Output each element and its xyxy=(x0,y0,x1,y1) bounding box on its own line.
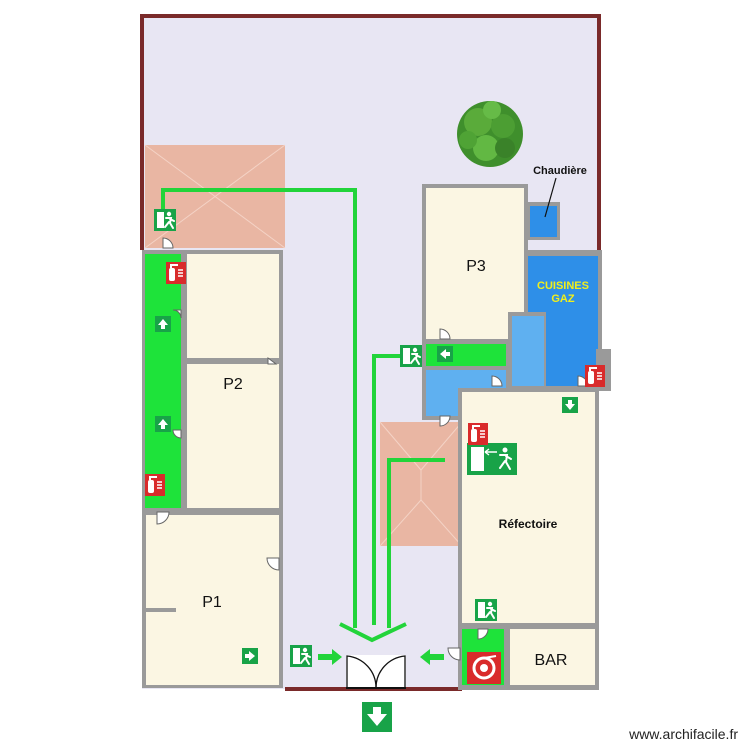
door-swing-icon xyxy=(439,328,451,340)
room-label-p3: P3 xyxy=(466,258,486,275)
emergency-exit-icon xyxy=(153,208,177,232)
fire-extinguisher-icon xyxy=(467,422,489,446)
fire-extinguisher-icon xyxy=(144,473,166,497)
flow-arrow-right-icon xyxy=(318,649,342,665)
direction-arrow-icon xyxy=(242,648,258,664)
emergency-exit-icon xyxy=(474,598,498,622)
left-corridor xyxy=(145,254,181,508)
roof-overhang-middle xyxy=(379,421,463,547)
room-p3 xyxy=(426,188,524,339)
room-label-gaz: GAZ xyxy=(551,293,575,305)
main-entrance-doors xyxy=(346,655,406,689)
fire-extinguisher-icon xyxy=(165,261,187,285)
outer-boundary-wall xyxy=(140,14,601,250)
room-label-refectoire: Réfectoire xyxy=(499,517,558,531)
room-label-chaudiere: Chaudière xyxy=(533,165,587,177)
door-swing-icon xyxy=(172,429,182,439)
room-p2 xyxy=(187,364,279,508)
door-swing-icon xyxy=(162,237,174,249)
direction-arrow-icon xyxy=(155,316,171,332)
room-label-cuisines: CUISINES xyxy=(537,280,589,292)
flow-arrows xyxy=(318,649,444,665)
room-label-p2: P2 xyxy=(223,376,243,393)
door-swing-icon xyxy=(491,375,503,387)
tree-icon xyxy=(457,101,523,167)
door-swing-icon xyxy=(477,628,489,640)
p1-partition xyxy=(146,608,176,612)
kitchen-annex-fill xyxy=(512,316,544,386)
direction-arrow-icon xyxy=(155,416,171,432)
direction-arrow-icon xyxy=(437,346,453,362)
evacuation-routes xyxy=(161,188,445,643)
door-swing-icon xyxy=(156,511,170,525)
connector-lower-a xyxy=(426,370,462,416)
chaudiere-leader-line xyxy=(544,177,557,218)
fire-hose-reel-icon xyxy=(467,652,501,684)
chaudiere-room-fill xyxy=(530,206,557,237)
room-bar xyxy=(510,629,595,685)
exit-direction-arrow-icon xyxy=(362,702,392,732)
emergency-exit-icon xyxy=(399,344,423,368)
watermark: www.archifacile.fr xyxy=(629,726,738,742)
room-label-bar: BAR xyxy=(535,652,568,669)
direction-arrow-icon xyxy=(562,397,578,413)
door-swing-icon xyxy=(439,415,451,427)
fire-extinguisher-icon xyxy=(584,364,606,388)
room-label-p1: P1 xyxy=(202,594,222,611)
room-p2-upper xyxy=(187,254,279,358)
door-swing-icon xyxy=(172,309,182,319)
door-swing-icon xyxy=(266,557,280,571)
roof-overhang-top xyxy=(144,144,286,249)
emergency-exit-icon xyxy=(467,443,517,475)
flow-arrow-left-icon xyxy=(420,649,444,665)
emergency-exit-icon xyxy=(289,644,313,668)
door-swing-icon xyxy=(447,647,461,661)
door-swing-icon xyxy=(267,357,278,365)
